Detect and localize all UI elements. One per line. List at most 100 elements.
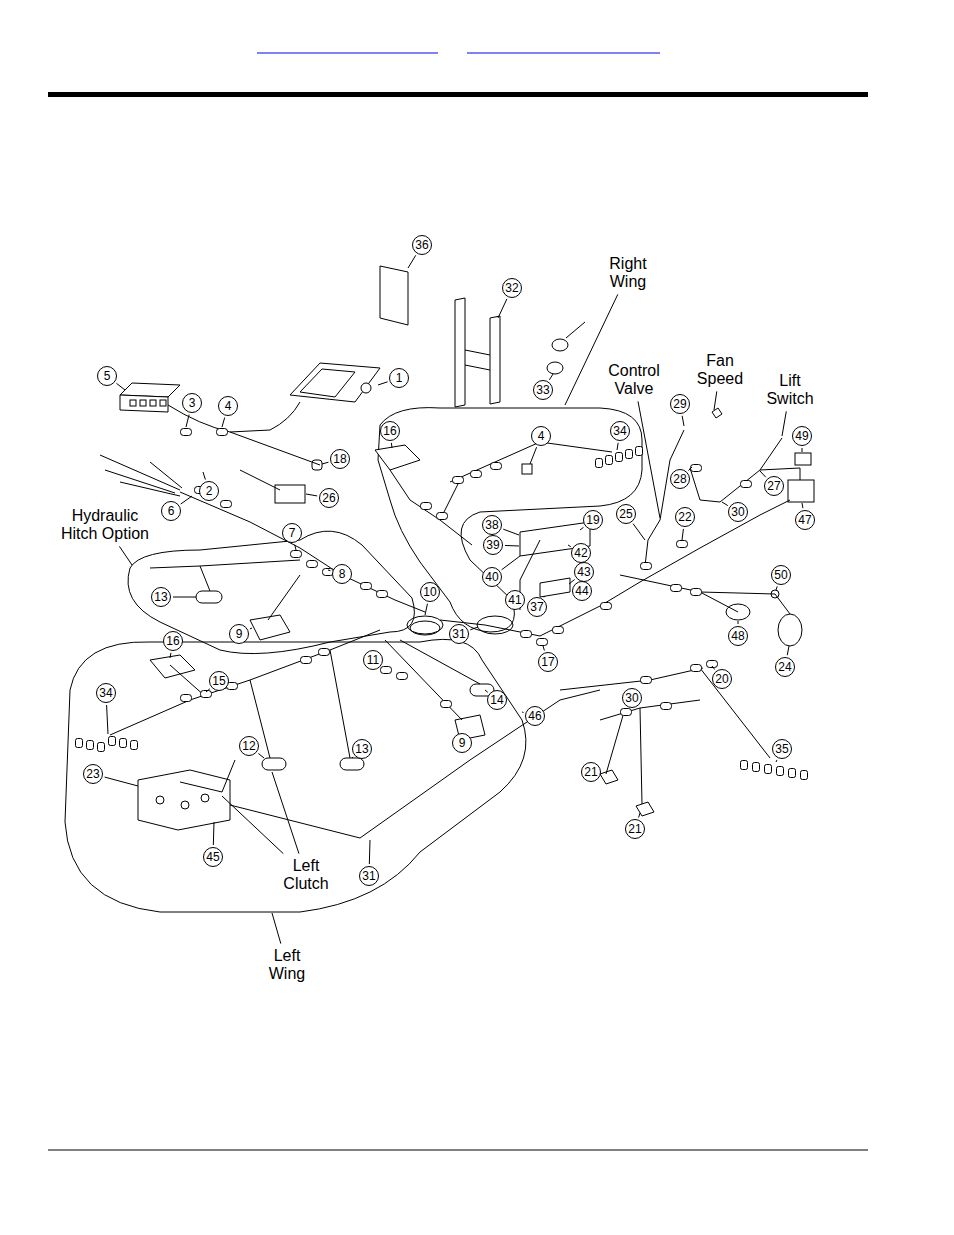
drawing-path [180, 760, 235, 792]
drawing-circle [156, 796, 164, 804]
leader-line [714, 391, 717, 410]
leader-line [802, 448, 803, 452]
drawing-path [110, 630, 380, 735]
leader-line [498, 299, 507, 318]
callout-number: 29 [670, 394, 690, 414]
drawing-path [640, 708, 642, 804]
callout-number: 37 [527, 597, 547, 617]
leader-line [322, 462, 328, 464]
leader-line [206, 689, 210, 692]
callout-number: 22 [675, 507, 695, 527]
drawing-use [777, 767, 784, 776]
drawing-path [700, 668, 770, 758]
drawing-polygon [375, 445, 420, 470]
drawing-use [109, 737, 116, 746]
drawing-rect [130, 400, 136, 406]
leader-line [203, 472, 205, 480]
part-label: Left Wing [268, 947, 306, 984]
drawing-line [48, 1150, 868, 1151]
drawing-circle [181, 801, 189, 809]
leader-line [502, 556, 520, 570]
leader-line [222, 418, 225, 427]
drawing-polygon [380, 266, 408, 325]
leader-line [530, 447, 537, 464]
callout-number: 17 [538, 652, 558, 672]
callout-number: 14 [487, 690, 507, 710]
drawing-polygon [300, 369, 355, 397]
part-label: Right Wing [608, 255, 647, 292]
drawing-use [691, 589, 702, 596]
drawing-use [741, 481, 752, 488]
drawing-polygon [150, 655, 195, 678]
drawing-use [801, 771, 808, 780]
drawing-path [385, 640, 462, 720]
drawing-use [691, 465, 702, 472]
drawing-use [471, 471, 482, 478]
drawing-rect [340, 758, 364, 770]
drawing-use [381, 667, 392, 674]
drawing-rect [196, 591, 222, 603]
callout-number: 4 [531, 426, 551, 446]
leader-line [802, 503, 804, 508]
drawing-path [440, 500, 790, 636]
leader-line [173, 597, 196, 598]
drawing-ellipse [410, 621, 440, 635]
callout-number: 27 [764, 476, 784, 496]
leader-line [258, 753, 264, 758]
callout-number: 41 [505, 590, 525, 610]
drawing-use [601, 603, 612, 610]
drawing-ellipse [552, 339, 568, 351]
leader-line [250, 628, 252, 630]
drawing-ellipse [477, 616, 513, 634]
callout-number: 10 [420, 582, 440, 602]
leader-line [638, 401, 660, 518]
callout-number: 34 [96, 683, 116, 703]
drawing-path [330, 650, 350, 758]
callout-number: 16 [163, 631, 183, 651]
leader-line [522, 712, 524, 713]
callout-number: 11 [363, 650, 383, 670]
drawing-use [789, 769, 796, 778]
part-label: Hydraulic Hitch Option [52, 507, 158, 544]
drawing-use [596, 459, 603, 468]
callout-number: 50 [771, 565, 791, 585]
leader-line [712, 666, 715, 669]
drawing-line [465, 350, 490, 355]
drawing-use [87, 741, 94, 750]
drawing-path [560, 668, 703, 690]
leader-line [580, 527, 583, 530]
drawing-use [641, 563, 652, 570]
drawing-use [553, 627, 564, 634]
drawing-path [606, 712, 624, 774]
leader-line [306, 494, 317, 496]
leader-line [760, 471, 766, 477]
leader-line [328, 570, 330, 572]
callout-number: 47 [795, 510, 815, 530]
connectors [76, 429, 808, 780]
drawing-path [150, 560, 300, 568]
drawing-circle [201, 794, 209, 802]
drawing-polygon [490, 316, 500, 404]
leader-line [682, 416, 684, 426]
drawing-use [765, 765, 772, 774]
callout-number: 33 [533, 380, 553, 400]
callout-number: 30 [622, 688, 642, 708]
drawing-use [307, 561, 318, 568]
callout-number: 13 [151, 587, 171, 607]
leader-line [391, 443, 393, 448]
drawing-path [450, 442, 612, 482]
drawing-rect [788, 480, 814, 502]
leader-line [682, 529, 683, 540]
drawing-path [378, 408, 642, 632]
drawing-polygon [138, 770, 230, 830]
drawing-ellipse [547, 362, 563, 374]
drawing-use [753, 763, 760, 772]
callout-number: 21 [625, 819, 645, 839]
callout-number: 48 [728, 626, 748, 646]
leader-line [470, 627, 478, 630]
part-label: Left Clutch [282, 857, 329, 894]
leader-line [295, 545, 296, 550]
callout-number: 49 [792, 426, 812, 446]
drawing-path [180, 492, 425, 612]
